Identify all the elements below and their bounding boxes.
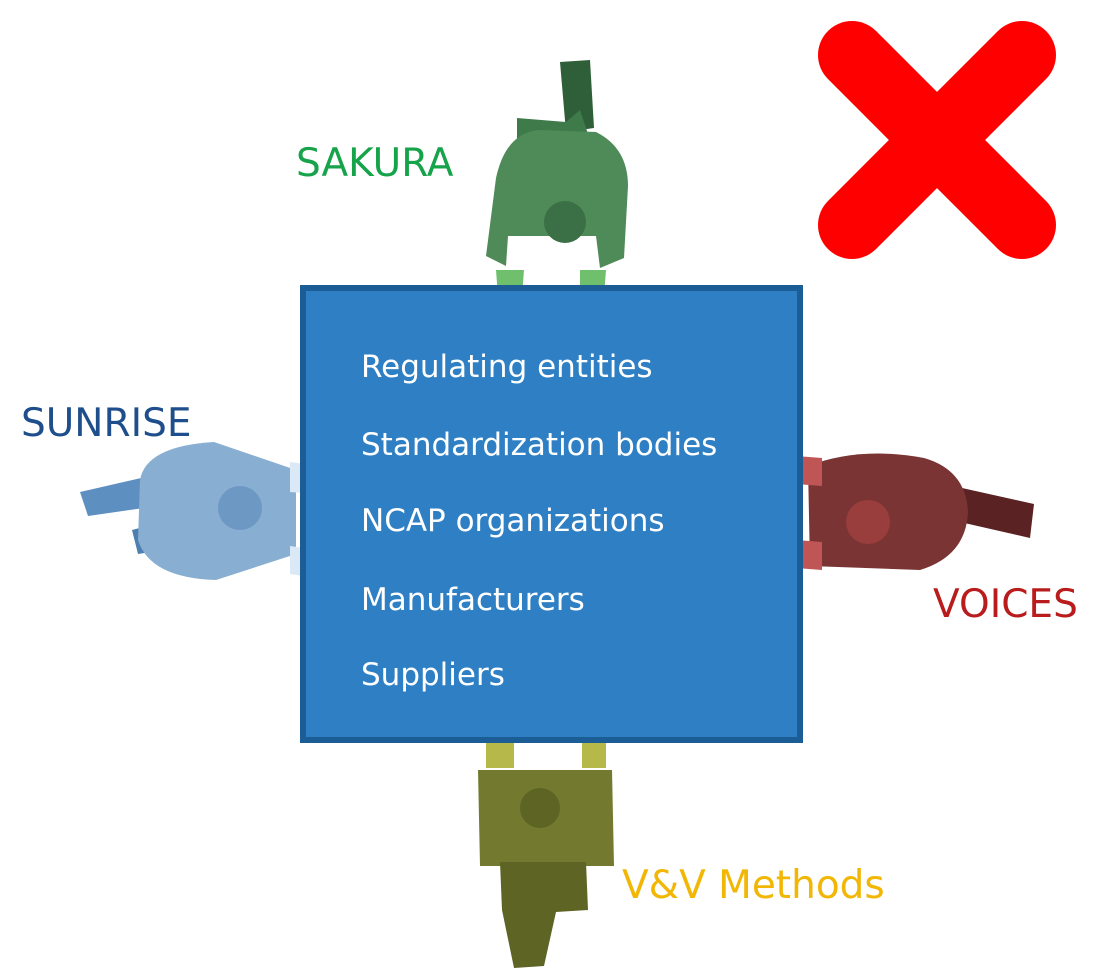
person-bottom-icon <box>478 742 614 968</box>
center-item-ncap: NCAP organizations <box>361 503 665 539</box>
label-left: SUNRISE <box>21 401 192 446</box>
center-item-manufacturers: Manufacturers <box>361 582 585 618</box>
person-left-icon <box>80 442 318 580</box>
center-item-suppliers: Suppliers <box>361 657 505 693</box>
label-right: VOICES <box>933 582 1078 627</box>
person-right-icon <box>796 453 1034 570</box>
center-table <box>300 285 803 743</box>
label-top: SAKURA <box>296 141 454 186</box>
center-item-standardization: Standardization bodies <box>361 427 718 463</box>
center-item-regulating: Regulating entities <box>361 349 653 385</box>
label-bottom: V&V Methods <box>622 863 885 908</box>
person-top-icon <box>486 60 628 296</box>
cross-icon <box>818 21 1056 259</box>
